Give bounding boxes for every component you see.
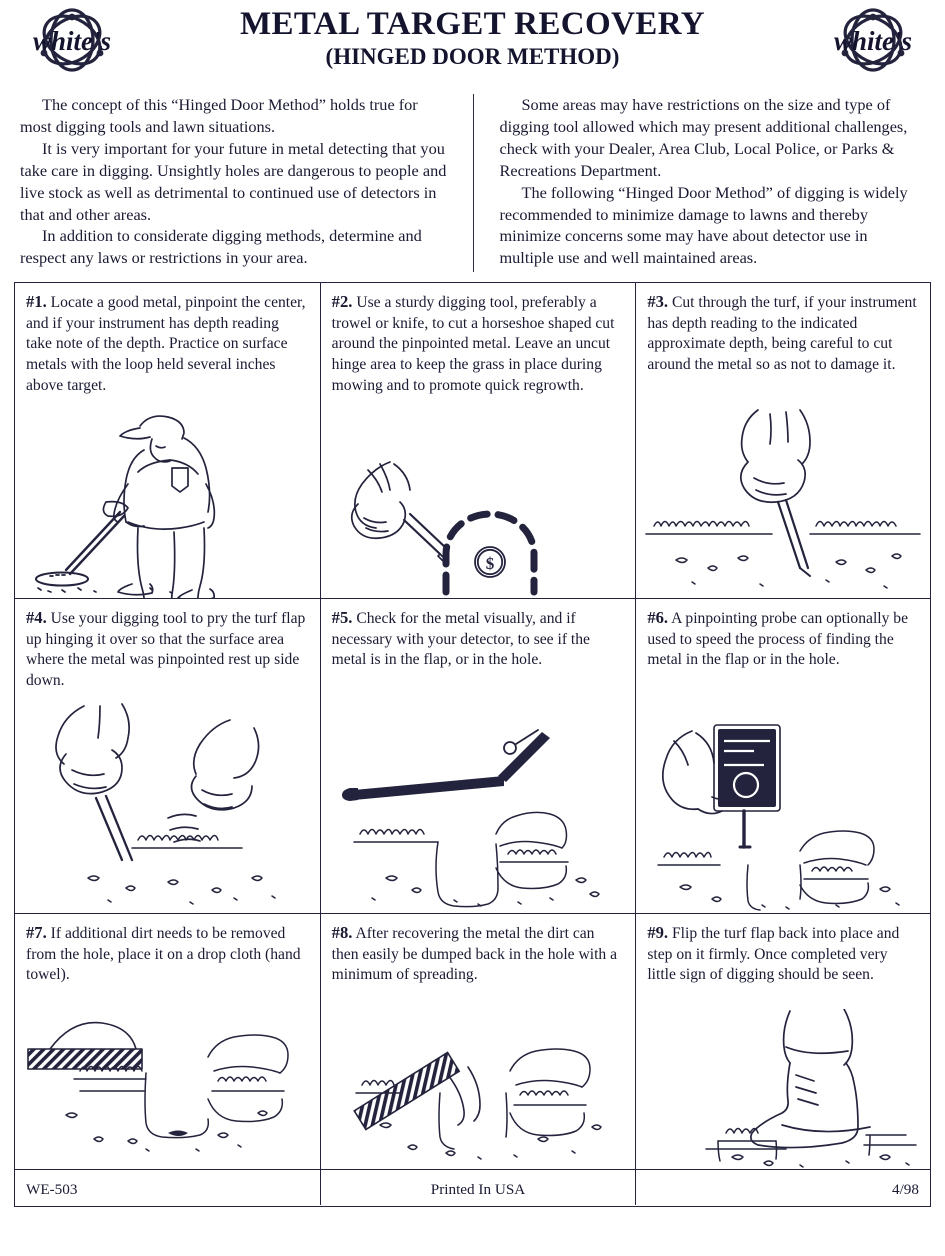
coin-dollar-icon: $ (486, 554, 495, 573)
illustration-detectorist-sweeping-coil (15, 398, 320, 598)
step-number: #9. (647, 923, 669, 942)
step-text: #1. Locate a good metal, pinpoint the ce… (26, 291, 309, 396)
whites-logo-right: white's (819, 4, 927, 76)
logo-wordmark: white's (834, 26, 912, 56)
intro-column-right: Some areas may have restrictions on the … (472, 94, 926, 272)
step-number: #2. (331, 292, 353, 311)
step-number: #4. (26, 608, 47, 627)
step-text: #4. Use your digging tool to pry the tur… (26, 607, 309, 692)
footer-cell-right: 4/98 (636, 1170, 930, 1205)
intro-paragraph: The concept of this “Hinged Door Method”… (20, 95, 418, 136)
step-cell-7: #7. If additional dirt needs to be remov… (15, 914, 321, 1169)
step-body: Check for the metal visually, and if nec… (331, 610, 590, 669)
step-body: Locate a good metal, pinpoint the center… (26, 294, 306, 394)
document-header: white's METAL TARGET RECOVERY (HINGED DO… (14, 0, 931, 82)
step-text: #3. Cut through the turf, if your instru… (647, 291, 919, 376)
step-body: A pinpointing probe can optionally be us… (647, 610, 909, 669)
illustration-dirt-pile-on-drop-cloth (15, 1009, 320, 1169)
step-number: #3. (647, 292, 669, 311)
step-number: #1. (26, 292, 47, 311)
steps-grid: #1. Locate a good metal, pinpoint the ce… (14, 282, 931, 1207)
document-code: WE-503 (26, 1181, 78, 1198)
printed-in-usa-label: Printed In USA (430, 1181, 526, 1198)
step-text: #9. Flip the turf flap back into place a… (647, 922, 919, 986)
step-body: Use your digging tool to pry the turf fl… (26, 610, 306, 689)
intro-column-left: The concept of this “Hinged Door Method”… (20, 94, 473, 272)
illustration-hand-cutting-turf-cross-section (636, 408, 930, 598)
step-body: Flip the turf flap back into place and s… (647, 925, 900, 984)
intro-section: The concept of this “Hinged Door Method”… (20, 94, 925, 272)
steps-row-3: #7. If additional dirt needs to be remov… (15, 914, 930, 1170)
step-number: #5. (331, 608, 353, 627)
footer-cell-left: WE-503 (15, 1170, 321, 1205)
step-text: #2. Use a sturdy digging tool, preferabl… (332, 291, 625, 396)
intro-paragraph: Some areas may have restrictions on the … (499, 95, 908, 180)
logo-wordmark: white's (33, 26, 111, 56)
page-subtitle: (HINGED DOOR METHOD) (325, 43, 620, 69)
intro-paragraph: It is very important for your future in … (20, 138, 447, 224)
steps-row-1: #1. Locate a good metal, pinpoint the ce… (15, 283, 930, 599)
step-body: Use a sturdy digging tool, preferably a … (331, 294, 615, 394)
step-body: Cut through the turf, if your instrument… (647, 294, 917, 373)
illustration-hands-prying-turf-flap (15, 698, 320, 913)
illustration-pinpointing-probe-in-hand (636, 713, 930, 913)
step-text: #7. If additional dirt needs to be remov… (26, 922, 309, 986)
step-cell-1: #1. Locate a good metal, pinpoint the ce… (15, 283, 321, 598)
step-number: #6. (647, 608, 669, 627)
illustration-detector-coil-over-open-hole (321, 708, 636, 913)
step-text: #6. A pinpointing probe can optionally b… (647, 607, 919, 671)
title-block: METAL TARGET RECOVERY (HINGED DOOR METHO… (126, 4, 819, 70)
footer-row: WE-503 Printed In USA 4/98 (15, 1170, 930, 1205)
step-cell-9: #9. Flip the turf flap back into place a… (636, 914, 930, 1169)
page-title: METAL TARGET RECOVERY (239, 6, 706, 42)
step-cell-2: #2. Use a sturdy digging tool, preferabl… (321, 283, 637, 598)
step-body: If additional dirt needs to be removed f… (26, 925, 301, 984)
step-cell-4: #4. Use your digging tool to pry the tur… (15, 599, 321, 913)
step-text: #8. After recovering the metal the dirt … (332, 922, 625, 986)
revision-date: 4/98 (891, 1181, 919, 1198)
intro-paragraph: The following “Hinged Door Method” of di… (499, 182, 908, 268)
step-cell-5: #5. Check for the metal visually, and if… (321, 599, 637, 913)
step-number: #8. (331, 923, 353, 942)
illustration-hand-with-knife-horseshoe-cut: $ (321, 458, 636, 598)
illustration-drop-cloth-dumping-dirt-back (321, 1009, 636, 1169)
step-body: After recovering the metal the dirt can … (331, 925, 618, 984)
footer-cell-center: Printed In USA (321, 1170, 637, 1205)
illustration-boot-stepping-on-turf-flap (636, 1009, 930, 1169)
step-cell-3: #3. Cut through the turf, if your instru… (636, 283, 930, 598)
whites-logo-left: white's (18, 4, 126, 76)
step-cell-8: #8. After recovering the metal the dirt … (321, 914, 637, 1169)
step-text: #5. Check for the metal visually, and if… (332, 607, 625, 671)
steps-row-2: #4. Use your digging tool to pry the tur… (15, 599, 930, 914)
intro-paragraph: In addition to considerate digging metho… (20, 226, 422, 268)
step-number: #7. (26, 923, 47, 942)
step-cell-6: #6. A pinpointing probe can optionally b… (636, 599, 930, 913)
